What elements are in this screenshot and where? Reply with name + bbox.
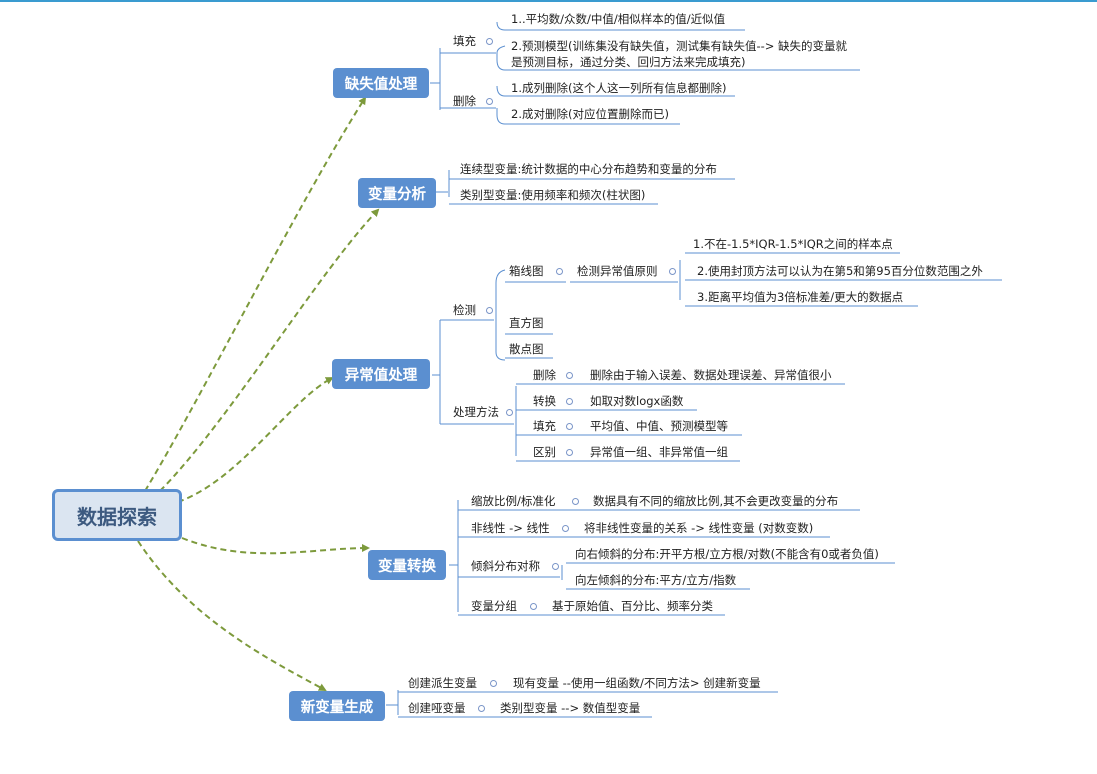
node-principle[interactable]: 检测异常值原则 [577, 264, 658, 278]
node-linear[interactable]: 非线性 -> 线性 [471, 521, 550, 535]
collapse-icon[interactable] [566, 423, 573, 430]
node-fill[interactable]: 填充 [453, 34, 476, 48]
link-transform [181, 537, 370, 555]
link-variable-analysis [159, 208, 380, 492]
node-methods[interactable]: 处理方法 [453, 405, 499, 419]
node-delete-item[interactable]: 2.成对删除(对应位置删除而已) [511, 107, 669, 121]
node-scatter[interactable]: 散点图 [509, 342, 544, 356]
root-node[interactable]: 数据探索 [52, 489, 182, 541]
node-fill-item[interactable]: 2.预测模型(训练集没有缺失值，测试集有缺失值--> 缺失的变量就是预测目标，通… [511, 39, 848, 69]
collapse-icon[interactable] [486, 307, 493, 314]
topic-missing-values[interactable]: 缺失值处理 [333, 68, 429, 98]
collapse-icon[interactable] [486, 38, 493, 45]
method-name[interactable]: 删除 [533, 368, 556, 382]
node-skew-item[interactable]: 向右倾斜的分布:开平方根/立方根/对数(不能含有0或者负值) [575, 547, 879, 561]
link-missing [144, 96, 367, 492]
method-name[interactable]: 区别 [533, 445, 556, 459]
collapse-icon[interactable] [556, 268, 563, 275]
node-skew[interactable]: 倾斜分布对称 [471, 559, 540, 573]
topic-variable-analysis[interactable]: 变量分析 [358, 178, 436, 208]
collapse-icon[interactable] [562, 525, 569, 532]
node-linear-desc[interactable]: 将非线性变量的关系 -> 线性变量 (对数变数) [584, 521, 814, 535]
topic-outlier[interactable]: 异常值处理 [332, 359, 430, 389]
node-skew-item[interactable]: 向左倾斜的分布:平方/立方/指数 [575, 573, 737, 587]
collapse-icon[interactable] [566, 398, 573, 405]
method-desc[interactable]: 如取对数logx函数 [590, 394, 684, 408]
node-rule[interactable]: 3.距离平均值为3倍标准差/更大的数据点 [697, 290, 904, 304]
node-derived-desc[interactable]: 现有变量 --使用一组函数/不同方法> 创建新变量 [513, 676, 761, 690]
topic-new-variable[interactable]: 新变量生成 [289, 691, 385, 721]
node-derived[interactable]: 创建派生变量 [408, 676, 477, 690]
method-desc[interactable]: 删除由于输入误差、数据处理误差、异常值很小 [590, 368, 832, 382]
collapse-icon[interactable] [478, 705, 485, 712]
collapse-icon[interactable] [530, 603, 537, 610]
node-group[interactable]: 变量分组 [471, 599, 517, 613]
link-new-var [137, 540, 327, 691]
node-continuous[interactable]: 连续型变量:统计数据的中心分布趋势和变量的分布 [460, 162, 717, 176]
node-dummy-desc[interactable]: 类别型变量 --> 数值型变量 [500, 701, 641, 715]
node-scale-desc[interactable]: 数据具有不同的缩放比例,其不会更改变量的分布 [593, 494, 839, 508]
collapse-icon[interactable] [490, 680, 497, 687]
node-rule[interactable]: 2.使用封顶方法可以认为在第5和第95百分位数范围之外 [697, 264, 983, 278]
node-group-desc[interactable]: 基于原始值、百分比、频率分类 [552, 599, 713, 613]
collapse-icon[interactable] [486, 98, 493, 105]
method-desc[interactable]: 平均值、中值、预测模型等 [590, 419, 728, 433]
node-delete[interactable]: 删除 [453, 94, 476, 108]
node-categorical[interactable]: 类别型变量:使用频率和频次(柱状图) [460, 188, 646, 202]
collapse-icon[interactable] [506, 409, 513, 416]
node-detect[interactable]: 检测 [453, 303, 476, 317]
node-boxplot[interactable]: 箱线图 [509, 264, 544, 278]
link-outlier [177, 377, 334, 503]
node-dummy[interactable]: 创建哑变量 [408, 701, 466, 715]
method-name[interactable]: 转换 [533, 394, 556, 408]
collapse-icon[interactable] [669, 268, 676, 275]
method-name[interactable]: 填充 [533, 419, 556, 433]
node-rule[interactable]: 1.不在-1.5*IQR-1.5*IQR之间的样本点 [693, 237, 893, 251]
collapse-icon[interactable] [572, 498, 579, 505]
node-delete-item[interactable]: 1.成列删除(这个人这一列所有信息都删除) [511, 81, 727, 95]
topic-variable-transform[interactable]: 变量转换 [368, 550, 446, 580]
top-border [0, 0, 1097, 2]
method-desc[interactable]: 异常值一组、非异常值一组 [590, 445, 728, 459]
node-histogram[interactable]: 直方图 [509, 316, 544, 330]
collapse-icon[interactable] [566, 372, 573, 379]
collapse-icon[interactable] [566, 449, 573, 456]
node-fill-item[interactable]: 1..平均数/众数/中值/相似样本的值/近似值 [511, 12, 726, 26]
node-scale[interactable]: 缩放比例/标准化 [471, 494, 556, 508]
collapse-icon[interactable] [552, 563, 559, 570]
